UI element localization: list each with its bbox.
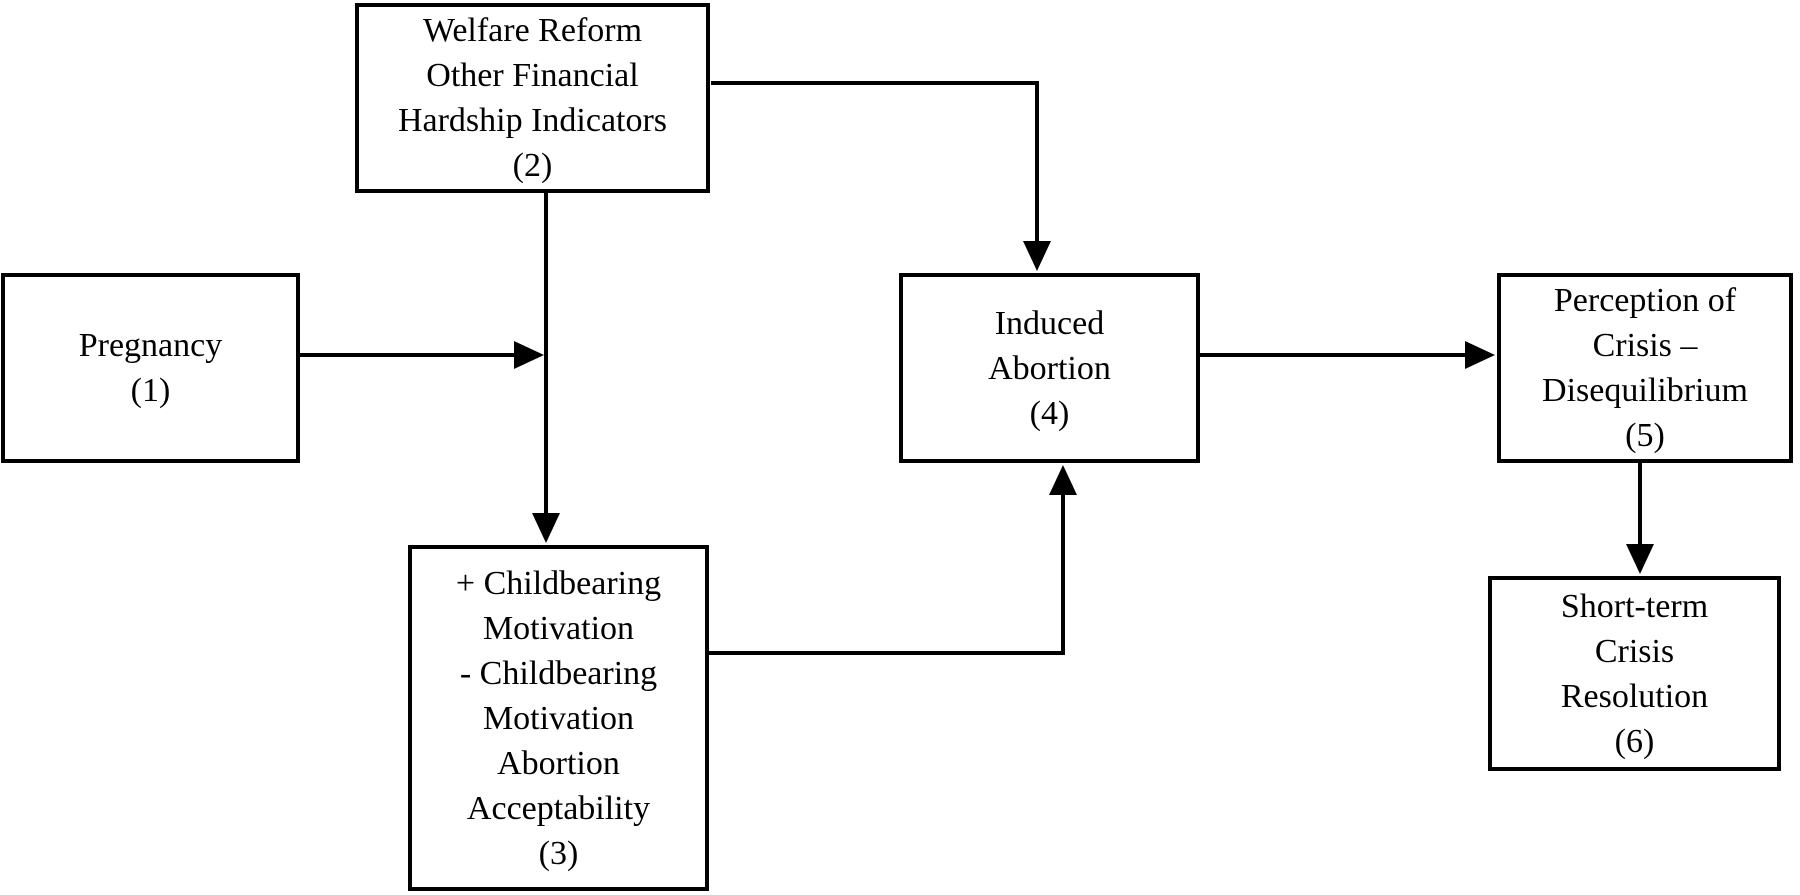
edge-welfare-to-induced-abortion bbox=[711, 81, 1051, 271]
edge-perception-to-resolution bbox=[1626, 463, 1654, 574]
node-short-term-crisis-resolution: Short-term Crisis Resolution (6) bbox=[1488, 576, 1781, 771]
edge-pregnancy-to-junction bbox=[300, 341, 544, 369]
node-number: (3) bbox=[538, 834, 579, 872]
node-label-line: Acceptability bbox=[466, 789, 651, 827]
edge-motivation-to-induced-abortion bbox=[709, 465, 1077, 655]
node-number: (4) bbox=[1029, 394, 1070, 432]
node-label-line: Other Financial bbox=[426, 57, 639, 94]
node-label-line: Abortion bbox=[497, 744, 620, 782]
node-label-line: Crisis – bbox=[1592, 327, 1698, 364]
node-label-line: Crisis bbox=[1594, 632, 1675, 670]
node-label-line: Induced bbox=[994, 304, 1105, 342]
arrowhead-down-icon bbox=[1023, 241, 1051, 271]
arrowhead-down-icon bbox=[532, 513, 560, 543]
node-label-line: Welfare Reform bbox=[422, 12, 643, 49]
node-label-line: Motivation bbox=[482, 609, 635, 647]
node-induced-abortion: Induced Abortion (4) bbox=[899, 273, 1200, 463]
node-perception-of-crisis: Perception of Crisis – Disequilibrium (5… bbox=[1497, 273, 1793, 463]
node-childbearing-motivation: + Childbearing Motivation - Childbearing… bbox=[408, 545, 709, 891]
node-label-line: Short-term bbox=[1560, 587, 1709, 625]
node-label-line: Abortion bbox=[988, 349, 1111, 387]
arrowhead-right-icon bbox=[1465, 341, 1495, 369]
node-label-line: Motivation bbox=[482, 699, 635, 737]
edge-welfare-to-motivation bbox=[532, 193, 560, 543]
node-label-line: Disequilibrium bbox=[1542, 372, 1748, 409]
node-label-line: Perception of bbox=[1553, 282, 1737, 319]
node-label-line: Resolution bbox=[1560, 677, 1709, 715]
arrowhead-up-icon bbox=[1049, 465, 1077, 495]
node-pregnancy: Pregnancy (1) bbox=[1, 273, 300, 463]
node-number: (6) bbox=[1614, 722, 1655, 760]
edge-induced-abortion-to-perception bbox=[1200, 341, 1495, 369]
node-number: (5) bbox=[1625, 417, 1665, 454]
node-number: (1) bbox=[130, 372, 171, 409]
node-label-line: - Childbearing bbox=[459, 654, 658, 692]
node-label-line: Pregnancy bbox=[78, 327, 223, 364]
node-label-line: + Childbearing bbox=[455, 564, 662, 602]
node-label-line: Hardship Indicators bbox=[397, 102, 668, 139]
arrowhead-right-icon bbox=[514, 341, 544, 369]
node-number: (2) bbox=[512, 147, 553, 184]
arrowhead-down-icon bbox=[1626, 544, 1654, 574]
node-welfare-reform: Welfare Reform Other Financial Hardship … bbox=[355, 3, 710, 193]
